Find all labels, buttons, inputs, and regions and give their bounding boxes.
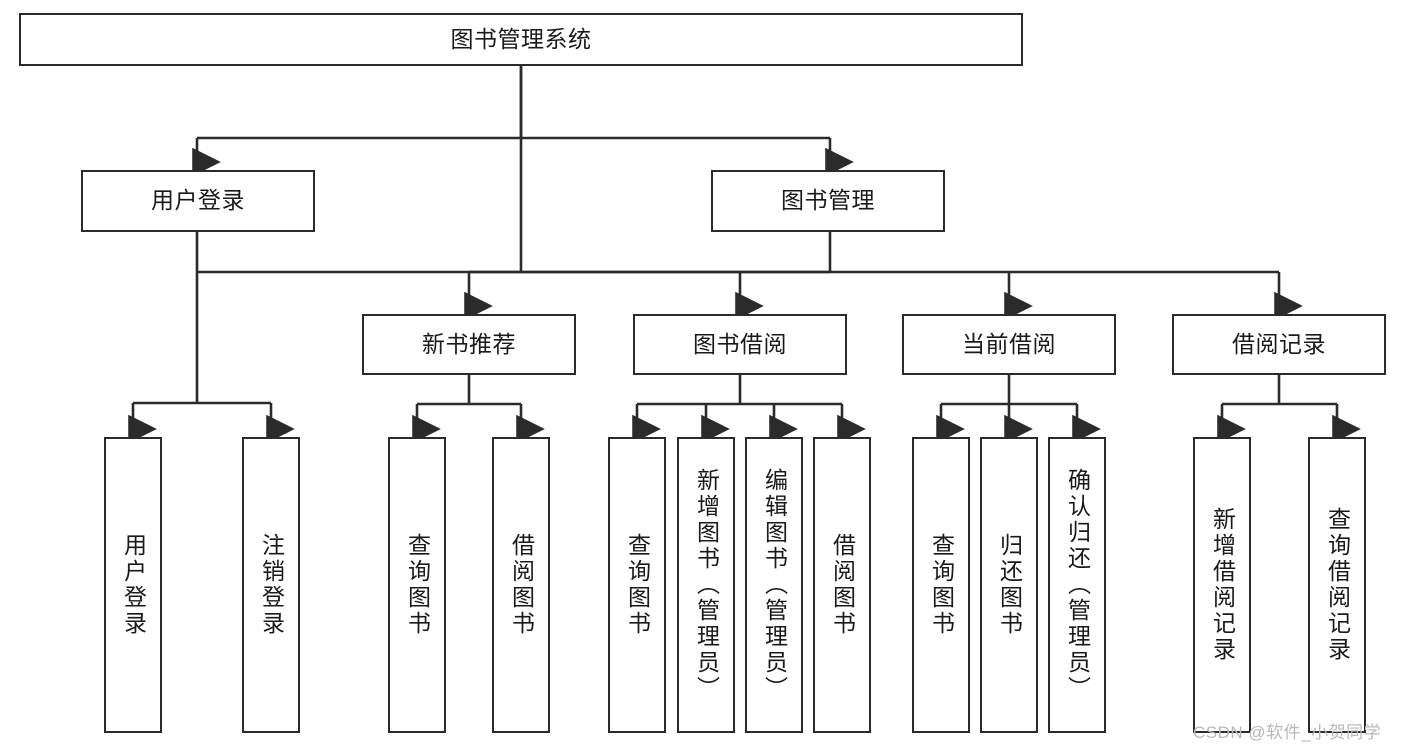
node-label: 新书推荐 (422, 330, 516, 357)
node-label: 图书管理系统 (450, 25, 592, 52)
node-book-borrow[interactable]: 图书借阅 (633, 314, 847, 375)
node-label: 查询图书 (404, 533, 431, 637)
node-label: 归还图书 (996, 533, 1023, 637)
node-new-book-recommend[interactable]: 新书推荐 (362, 314, 576, 375)
leaf-newbook-borrow-book[interactable]: 借阅图书 (492, 437, 550, 733)
leaf-current-return-book[interactable]: 归还图书 (980, 437, 1038, 733)
node-label: 注销登录 (258, 533, 285, 637)
csdn-watermark: CSDN @软件_小贺同学 (1193, 723, 1382, 742)
node-label: 图书借阅 (693, 330, 787, 357)
leaf-current-query-book[interactable]: 查询图书 (912, 437, 970, 733)
node-label: 图书管理 (781, 187, 875, 214)
leaf-borrow-edit-book-admin[interactable]: 编辑图书（管理员） (745, 437, 803, 733)
node-label: 借阅记录 (1232, 330, 1326, 357)
leaf-records-query-record[interactable]: 查询借阅记录 (1308, 437, 1366, 733)
node-root-system[interactable]: 图书管理系统 (19, 13, 1023, 66)
leaf-user-logout[interactable]: 注销登录 (242, 437, 300, 733)
node-label: 用户登录 (151, 187, 245, 214)
node-current-borrow[interactable]: 当前借阅 (902, 314, 1116, 375)
leaf-borrow-add-book-admin[interactable]: 新增图书（管理员） (677, 437, 735, 733)
leaf-newbook-query-book[interactable]: 查询图书 (388, 437, 446, 733)
node-user-login[interactable]: 用户登录 (81, 170, 315, 232)
leaf-borrow-borrow-book[interactable]: 借阅图书 (813, 437, 871, 733)
node-label: 查询借阅记录 (1324, 507, 1351, 663)
node-label: 查询图书 (624, 533, 651, 637)
node-label: 新增图书（管理员） (693, 468, 720, 702)
node-label: 编辑图书（管理员） (761, 468, 788, 702)
node-label: 查询图书 (928, 533, 955, 637)
node-label: 当前借阅 (962, 330, 1056, 357)
leaf-borrow-query-book[interactable]: 查询图书 (608, 437, 666, 733)
node-label: 用户登录 (120, 533, 147, 637)
node-label: 确认归还（管理员） (1064, 468, 1091, 702)
leaf-records-add-record[interactable]: 新增借阅记录 (1193, 437, 1251, 733)
node-borrow-records[interactable]: 借阅记录 (1172, 314, 1386, 375)
node-label: 借阅图书 (829, 533, 856, 637)
leaf-user-login[interactable]: 用户登录 (104, 437, 162, 733)
node-label: 新增借阅记录 (1209, 507, 1236, 663)
node-label: 借阅图书 (508, 533, 535, 637)
node-book-management[interactable]: 图书管理 (711, 170, 945, 232)
leaf-current-confirm-return-admin[interactable]: 确认归还（管理员） (1048, 437, 1106, 733)
